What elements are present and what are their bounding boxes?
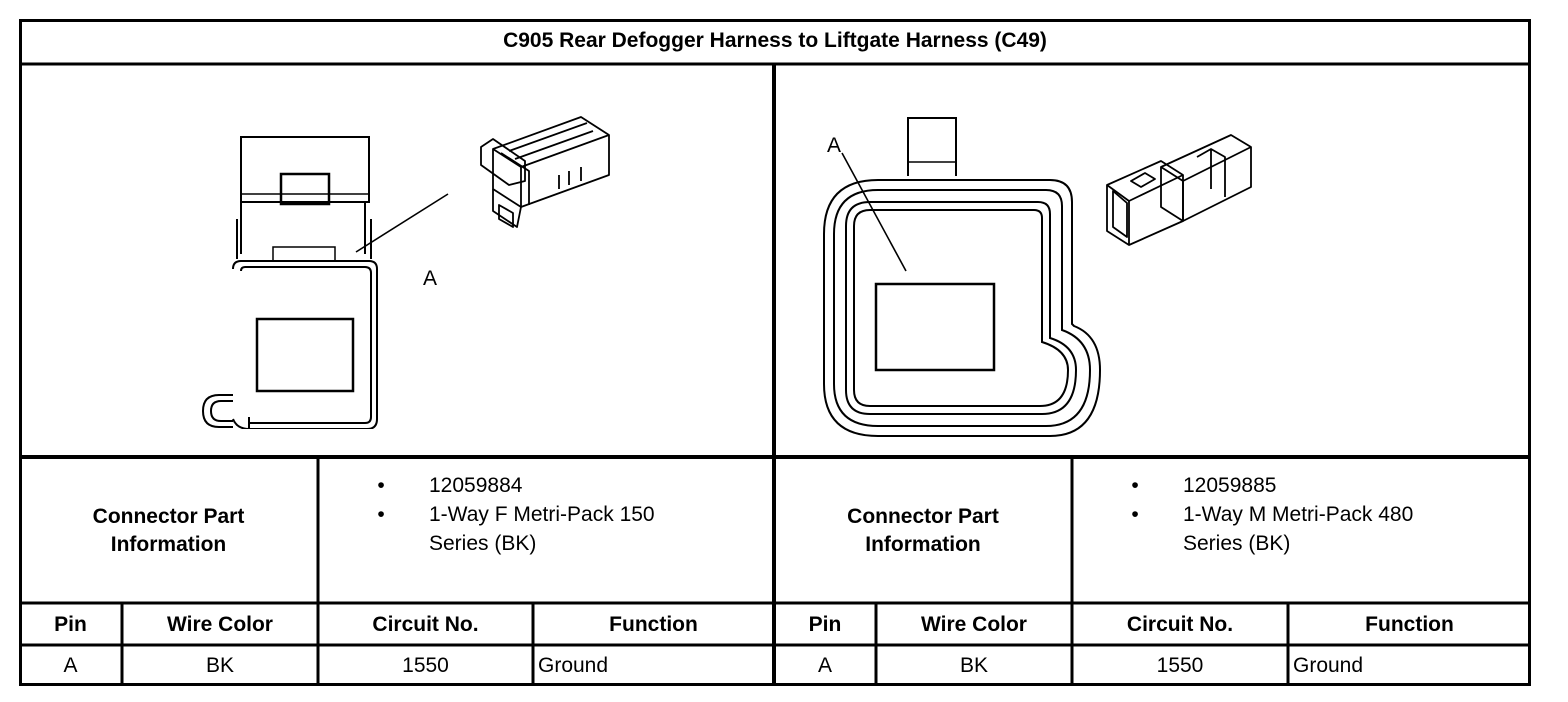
- page-title: C905 Rear Defogger Harness to Liftgate H…: [503, 29, 1047, 52]
- header-wire-color-right: Wire Color: [921, 613, 1027, 636]
- description-line1: 1-Way M Metri-Pack 480: [1183, 503, 1414, 526]
- connector-part-info-label-left: Connector Part Information: [19, 503, 318, 559]
- connector-end-view-sheet: C905 Rear Defogger Harness to Liftgate H…: [19, 19, 1531, 686]
- function-cell: Ground: [1293, 654, 1364, 677]
- function-cell: Ground: [538, 654, 609, 677]
- connector-part-details-right: • 12059885 • 1-Way M Metri-Pack 480 Seri…: [1125, 471, 1525, 558]
- connector-part-label-line2: Information: [865, 533, 981, 556]
- callout-leader-a-left: [355, 193, 449, 253]
- male-connector-isometric-illustration: [1106, 134, 1252, 246]
- pin-cell: A: [817, 654, 832, 677]
- bullet-icon: •: [1131, 503, 1139, 526]
- part-number-item: • 12059885: [1125, 471, 1525, 500]
- callout-label-a-right: A: [827, 134, 842, 157]
- connector-part-label-line1: Connector Part: [92, 505, 245, 528]
- header-wire-color-left: Wire Color: [167, 613, 273, 636]
- wire-color-cell: BK: [205, 654, 234, 677]
- female-connector-isometric-illustration: [480, 116, 610, 228]
- header-pin-right: Pin: [808, 613, 842, 636]
- connector-part-info-label-right: Connector Part Information: [774, 503, 1072, 559]
- connector-part-label-line2: Information: [110, 533, 227, 556]
- part-number: 12059884: [429, 474, 523, 497]
- bullet-icon: •: [377, 474, 385, 497]
- header-circuit-left: Circuit No.: [372, 613, 479, 636]
- circuit-cell: 1550: [1156, 654, 1204, 677]
- table-grid: [19, 19, 1531, 686]
- header-pin-left: Pin: [54, 613, 87, 636]
- part-number: 12059885: [1183, 474, 1277, 497]
- male-connector-end-view-illustration: [823, 117, 1102, 437]
- header-function-left: Function: [609, 613, 698, 636]
- bullet-icon: •: [1131, 474, 1139, 497]
- female-connector-end-view-illustration: [201, 136, 378, 429]
- header-function-right: Function: [1365, 613, 1454, 636]
- callout-leader-a-right: [841, 152, 907, 272]
- description-line2: Series (BK): [429, 532, 537, 555]
- description-item: • 1-Way M Metri-Pack 480 Series (BK): [1125, 500, 1525, 558]
- description-line1: 1-Way F Metri-Pack 150: [429, 503, 655, 526]
- description-line2: Series (BK): [1183, 532, 1291, 555]
- connector-part-details-left: • 12059884 • 1-Way F Metri-Pack 150 Seri…: [371, 471, 771, 558]
- circuit-cell: 1550: [402, 654, 449, 677]
- bullet-icon: •: [377, 503, 385, 526]
- part-number-item: • 12059884: [371, 471, 771, 500]
- header-circuit-right: Circuit No.: [1126, 613, 1234, 636]
- pin-cell: A: [63, 654, 78, 677]
- connector-part-label-line1: Connector Part: [847, 505, 999, 528]
- wire-color-cell: BK: [959, 654, 988, 677]
- callout-label-a-left: A: [423, 267, 438, 290]
- description-item: • 1-Way F Metri-Pack 150 Series (BK): [371, 500, 771, 558]
